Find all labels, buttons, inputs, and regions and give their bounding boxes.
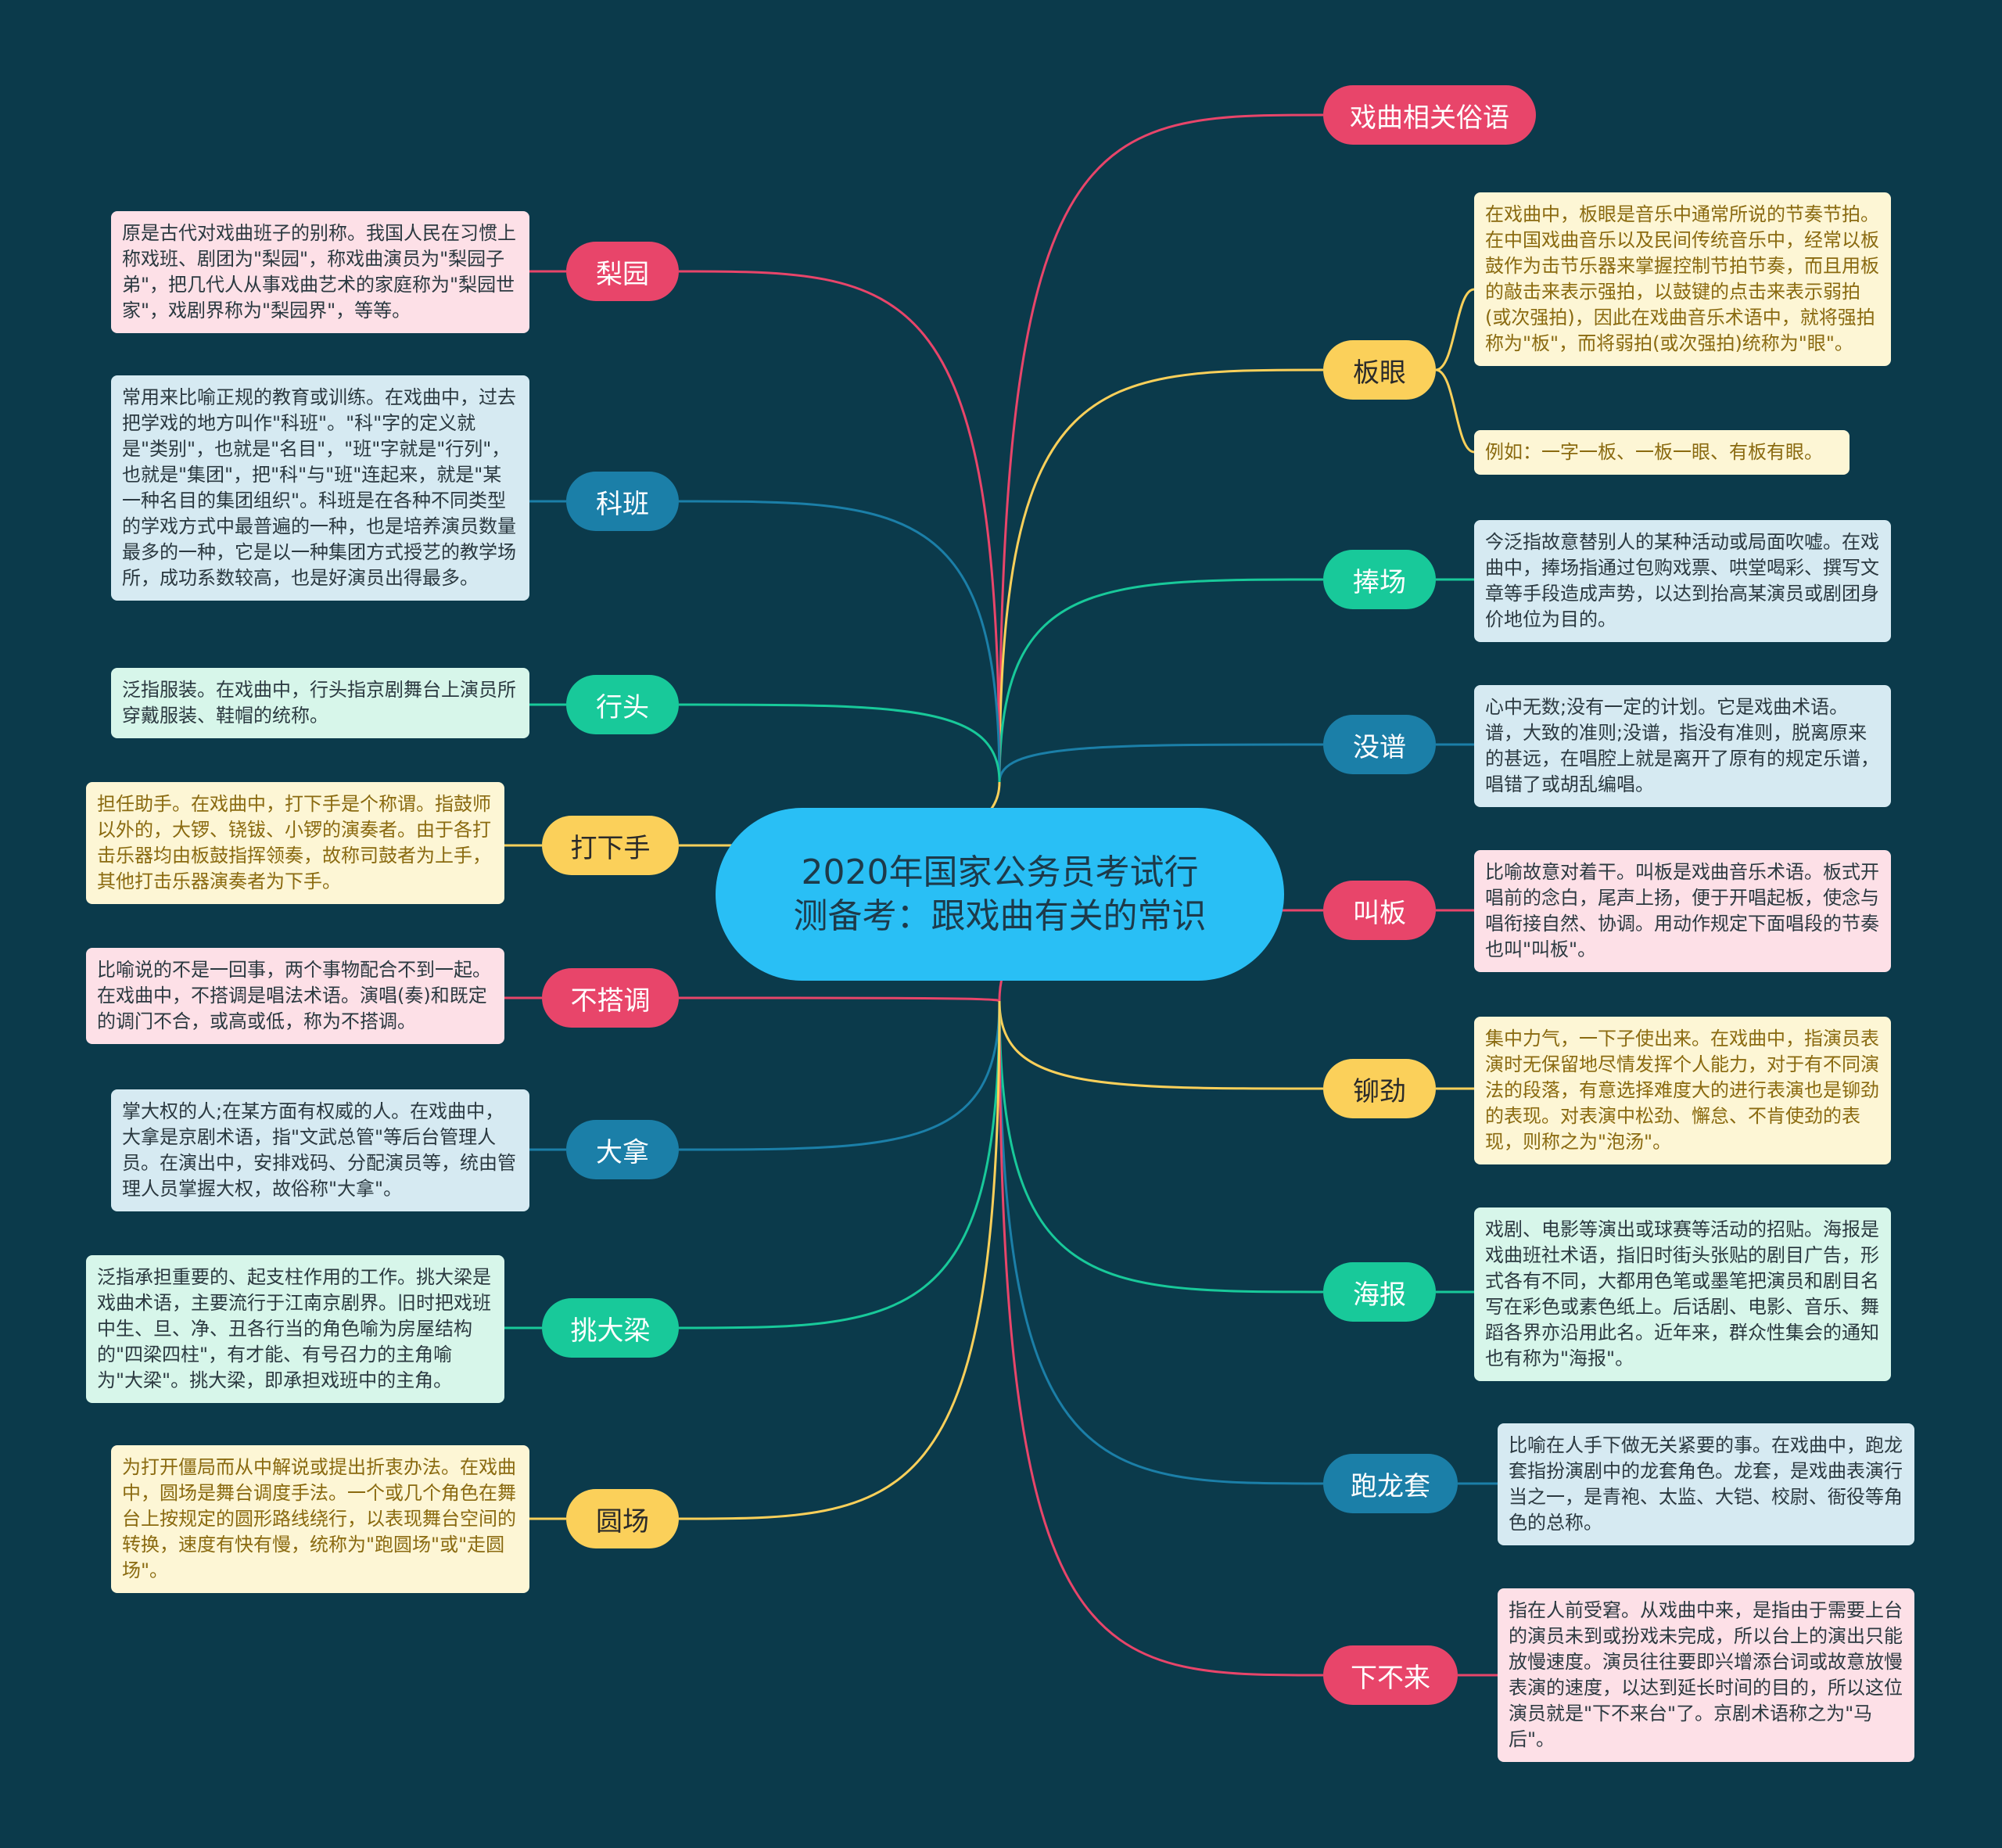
link-left-0	[678, 270, 1001, 783]
topic-yuanchang[interactable]: 圆场	[566, 1489, 679, 1548]
note-paolongtao: 比喻在人手下做无关紧要的事。在戏曲中，跑龙套指扮演剧中的龙套角色。龙套，是戏曲表…	[1498, 1423, 1914, 1545]
note-liyuan: 原是古代对戏曲班子的别称。我国人民在习惯上称戏班、剧团为"梨园"，称戏曲演员为"…	[111, 211, 529, 333]
note-dana: 掌大权的人;在某方面有权威的人。在戏曲中，大拿是京剧术语，指"文武总管"等后台管…	[111, 1089, 529, 1211]
note-maojin: 集中力气，一下子使出来。在戏曲中，指演员表演时无保留地尽情发挥个人能力，对于有不…	[1474, 1017, 1891, 1164]
topic-label: 海报	[1353, 1279, 1406, 1311]
topic-label: 行头	[596, 691, 649, 723]
topic-paolongtao[interactable]: 跑龙套	[1323, 1454, 1458, 1513]
topic-label: 叫板	[1353, 897, 1406, 929]
topic-label: 大拿	[596, 1136, 649, 1168]
link-left-6	[678, 1000, 1001, 1329]
topic-label: 不搭调	[570, 985, 651, 1017]
topic-haibao[interactable]: 海报	[1323, 1262, 1436, 1322]
topic-banyan[interactable]: 板眼	[1323, 340, 1436, 400]
note-tiaodaliang: 泛指承担重要的、起支柱作用的工作。挑大梁是戏曲术语，主要流行于江南京剧界。旧时把…	[86, 1255, 504, 1403]
note-pengchang: 今泛指故意替别人的某种活动或局面吹嘘。在戏曲中，捧场指通过包购戏票、哄堂喝彩、撰…	[1474, 520, 1891, 642]
link-left-1	[678, 500, 1001, 783]
topic-label: 板眼	[1353, 357, 1406, 389]
central-topic[interactable]: 2020年国家公务员考试行测备考：跟戏曲有关的常识	[716, 808, 1284, 981]
link-left-4	[678, 996, 1001, 1003]
topic-liyuan[interactable]: 梨园	[566, 242, 679, 301]
note-meipu: 心中无数;没有一定的计划。它是戏曲术语。谱，大致的准则;没谱，指没有准则，脱离原…	[1474, 685, 1891, 807]
link-left-5	[678, 1000, 1001, 1151]
topic-xiabulai[interactable]: 下不来	[1323, 1645, 1458, 1705]
topic-tiaodaliang[interactable]: 挑大梁	[542, 1298, 679, 1358]
central-topic-label: 2020年国家公务员考试行测备考：跟戏曲有关的常识	[793, 852, 1207, 936]
topic-daxiashou[interactable]: 打下手	[542, 816, 679, 875]
topic-xiqu-suyu[interactable]: 戏曲相关俗语	[1323, 85, 1536, 145]
topic-label: 铆劲	[1353, 1075, 1406, 1107]
link-right-7	[998, 1000, 1324, 1485]
topic-meipu[interactable]: 没谱	[1323, 715, 1436, 774]
topic-maojin[interactable]: 铆劲	[1323, 1059, 1436, 1118]
topic-label: 打下手	[570, 832, 651, 864]
topic-budadiao[interactable]: 不搭调	[542, 968, 679, 1028]
topic-xingtou[interactable]: 行头	[566, 675, 679, 734]
topic-label: 圆场	[596, 1505, 649, 1538]
topic-label: 下不来	[1351, 1662, 1430, 1694]
link-right-2	[998, 578, 1324, 783]
note-banyan-example: 例如：一字一板、一板一眼、有板有眼。	[1474, 430, 1850, 475]
note-xingtou: 泛指服装。在戏曲中，行头指京剧舞台上演员所穿戴服装、鞋帽的统称。	[111, 668, 529, 738]
link-left-2	[678, 703, 1001, 783]
link-right-8	[998, 1000, 1324, 1677]
link-right-0	[998, 113, 1324, 783]
note-yuanchang: 为打开僵局而从中解说或提出折衷办法。在戏曲中，圆场是舞台调度手法。一个或几个角色…	[111, 1445, 529, 1593]
topic-label: 没谱	[1353, 731, 1406, 763]
link-right-1	[998, 368, 1324, 783]
note-xiabulai: 指在人前受窘。从戏曲中来，是指由于需要上台的演员未到或扮戏未完成，所以台上的演出…	[1498, 1588, 1914, 1762]
topic-label: 科班	[596, 488, 649, 520]
note-jiaoban: 比喻故意对着干。叫板是戏曲音乐术语。板式开唱前的念白，尾声上扬，便于开唱起板，使…	[1474, 850, 1891, 972]
topic-keban[interactable]: 科班	[566, 472, 679, 531]
topic-label: 跑龙套	[1351, 1470, 1430, 1502]
note-haibao: 戏剧、电影等演出或球赛等活动的招贴。海报是戏曲班社术语，指旧时街头张贴的剧目广告…	[1474, 1207, 1891, 1381]
topic-dana[interactable]: 大拿	[566, 1120, 679, 1179]
note-link-right-1b	[1435, 368, 1475, 454]
link-right-6	[998, 1000, 1324, 1294]
note-budadiao: 比喻说的不是一回事，两个事物配合不到一起。在戏曲中，不搭调是唱法术语。演唱(奏)…	[86, 948, 504, 1044]
link-right-5	[998, 1000, 1324, 1090]
topic-label: 挑大梁	[570, 1315, 651, 1347]
note-link-right-1a	[1435, 288, 1475, 371]
topic-label: 捧场	[1353, 566, 1406, 598]
note-banyan: 在戏曲中，板眼是音乐中通常所说的节奏节拍。在中国戏曲音乐以及民间传统音乐中，经常…	[1474, 192, 1891, 366]
topic-pengchang[interactable]: 捧场	[1323, 550, 1436, 609]
link-right-3	[998, 743, 1324, 783]
note-daxiashou: 担任助手。在戏曲中，打下手是个称谓。指鼓师以外的，大锣、铙钹、小锣的演奏者。由于…	[86, 782, 504, 904]
note-keban: 常用来比喻正规的教育或训练。在戏曲中，过去把学戏的地方叫作"科班"。"科"字的定…	[111, 375, 529, 601]
topic-jiaoban[interactable]: 叫板	[1323, 881, 1436, 940]
link-left-7	[678, 1000, 1001, 1520]
topic-label: 戏曲相关俗语	[1350, 102, 1509, 134]
topic-label: 梨园	[596, 258, 649, 290]
